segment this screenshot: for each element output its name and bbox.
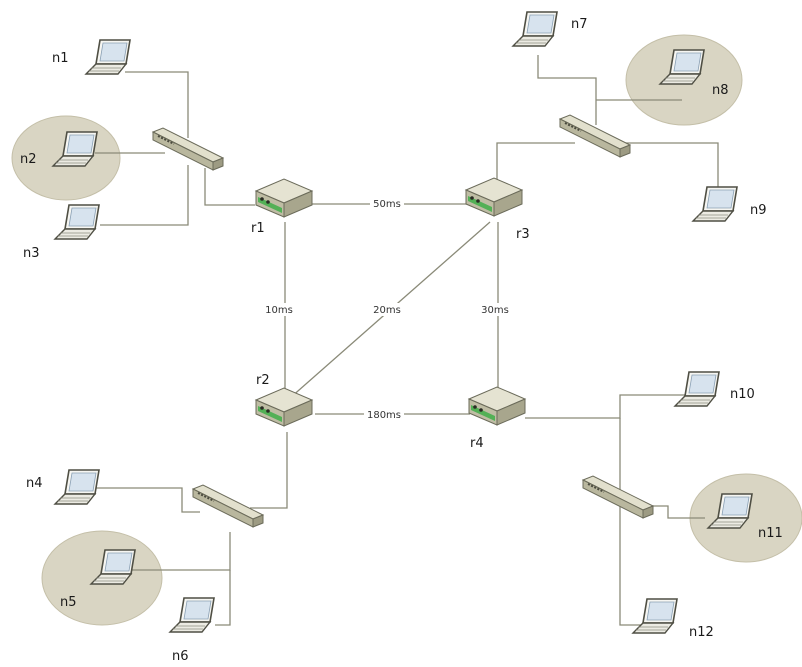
link-label-r1-r2: 10ms bbox=[265, 305, 293, 316]
laptop-n12-icon bbox=[633, 599, 677, 633]
link-r2-s3 bbox=[250, 432, 287, 508]
host-label-n7: n7 bbox=[571, 17, 588, 32]
link-s2-r3 bbox=[497, 143, 575, 180]
switch-s3-icon bbox=[193, 485, 263, 527]
link-n4-s3 bbox=[95, 488, 200, 512]
laptop-n1-icon bbox=[86, 40, 130, 74]
link-label-r2-r4: 180ms bbox=[367, 410, 401, 421]
laptop-n9-icon bbox=[693, 187, 737, 221]
link-n7-s2 bbox=[538, 55, 596, 125]
host-label-n10: n10 bbox=[730, 387, 755, 402]
highlight-ellipses bbox=[12, 35, 802, 625]
host-label-n1: n1 bbox=[52, 51, 69, 66]
laptop-n7-icon bbox=[513, 12, 557, 46]
laptop-n10-icon bbox=[675, 372, 719, 406]
link-label-r2-r3: 20ms bbox=[373, 305, 401, 316]
router-r3-icon bbox=[466, 178, 522, 216]
host-label-n5: n5 bbox=[60, 595, 77, 610]
laptop-n6-icon bbox=[170, 598, 214, 632]
link-labels: 50ms 10ms 20ms 30ms 180ms bbox=[262, 197, 512, 421]
host-label-n8: n8 bbox=[712, 83, 729, 98]
switch-s4-icon bbox=[583, 476, 653, 518]
router-label-r4: r4 bbox=[470, 436, 484, 451]
host-label-n9: n9 bbox=[750, 203, 767, 218]
router-r1-icon bbox=[256, 179, 312, 217]
router-label-r3: r3 bbox=[516, 227, 530, 242]
link-s1-r1 bbox=[205, 168, 255, 205]
link-vert-right bbox=[620, 418, 650, 625]
router-r4-icon bbox=[469, 387, 525, 425]
host-label-n11: n11 bbox=[758, 526, 783, 541]
routers bbox=[256, 178, 525, 426]
host-label-n4: n4 bbox=[26, 476, 43, 491]
host-label-n2: n2 bbox=[20, 152, 37, 167]
link-s3-n6 bbox=[215, 570, 230, 625]
switches bbox=[153, 115, 653, 527]
link-n1-s1 bbox=[125, 72, 188, 138]
router-r2-icon bbox=[256, 388, 312, 426]
laptop-n3-icon bbox=[55, 205, 99, 239]
host-label-n12: n12 bbox=[689, 625, 714, 640]
router-label-r1: r1 bbox=[251, 221, 265, 236]
link-r4-n10 bbox=[525, 395, 690, 418]
laptop-n4-icon bbox=[55, 470, 99, 504]
router-label-r2: r2 bbox=[256, 373, 270, 388]
host-label-n6: n6 bbox=[172, 649, 189, 664]
link-label-r3-r4: 30ms bbox=[481, 305, 509, 316]
link-label-r1-r3: 50ms bbox=[373, 199, 401, 210]
host-label-n3: n3 bbox=[23, 246, 40, 261]
switch-s2-icon bbox=[560, 115, 630, 157]
